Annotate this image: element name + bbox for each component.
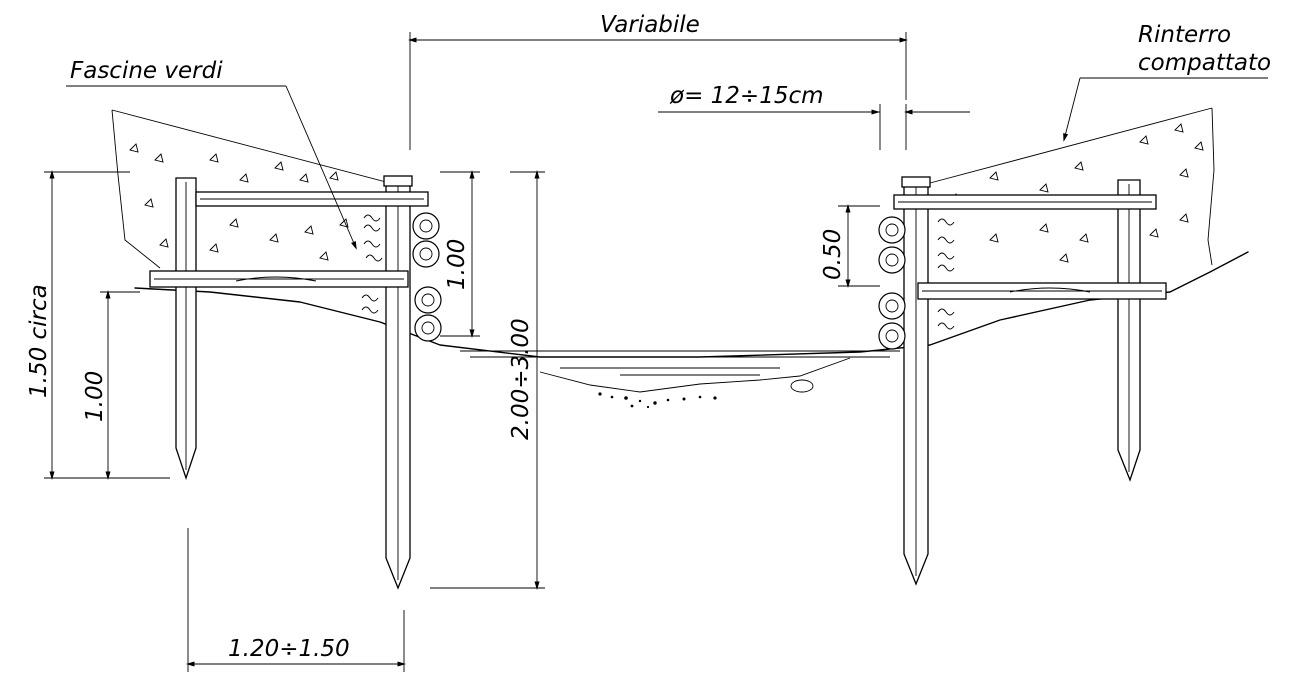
fascine-leader xyxy=(285,85,357,250)
dim-post-spacing-text: 1.20÷1.50 xyxy=(228,636,350,662)
label-diameter: ø= 12÷15cm xyxy=(669,83,824,109)
dimension-wall-height: 1.00 xyxy=(440,170,480,338)
backfill-left xyxy=(111,109,387,269)
backfill-right xyxy=(929,107,1215,266)
dim-wall-height-text: 1.00 xyxy=(444,239,470,290)
fascine-left xyxy=(361,214,383,314)
logs-right xyxy=(878,216,906,350)
label-fascine: Fascine verdi xyxy=(70,58,223,84)
dimension-post-length: 2.00÷3.00 xyxy=(430,170,545,590)
beam-right-upper xyxy=(893,194,1157,210)
dimension-variabile: Variabile xyxy=(408,12,908,150)
dimension-right-spacing: 0.50 xyxy=(820,204,880,288)
dimension-post-spacing: 1.20÷1.50 xyxy=(186,528,406,672)
label-rinterro-line2: compattato xyxy=(1138,50,1271,76)
post-right-front xyxy=(901,176,931,586)
beam-left-lower xyxy=(149,270,409,288)
beam-right-lower xyxy=(917,282,1167,300)
rinterro-leader xyxy=(1063,77,1081,142)
dim-variabile-text: Variabile xyxy=(600,12,700,38)
water-lines xyxy=(460,350,900,409)
beam-left-upper xyxy=(195,191,429,207)
label-rinterro-line1: Rinterro xyxy=(1138,22,1231,48)
logs-left xyxy=(412,212,442,342)
fascine-right xyxy=(937,218,955,330)
post-right-back xyxy=(1117,179,1141,482)
dimension-left-embed: 1.00 xyxy=(82,290,140,480)
dim-post-length-text: 2.00÷3.00 xyxy=(508,318,534,440)
post-left-back xyxy=(175,177,197,481)
dimension-left-height: 1.50 circa xyxy=(26,170,170,480)
post-left-front xyxy=(383,175,413,590)
dim-right-spacing-text: 0.50 xyxy=(820,229,846,280)
dim-left-embed-text: 1.00 xyxy=(82,371,108,422)
dim-left-height-text: 1.50 circa xyxy=(26,284,52,398)
